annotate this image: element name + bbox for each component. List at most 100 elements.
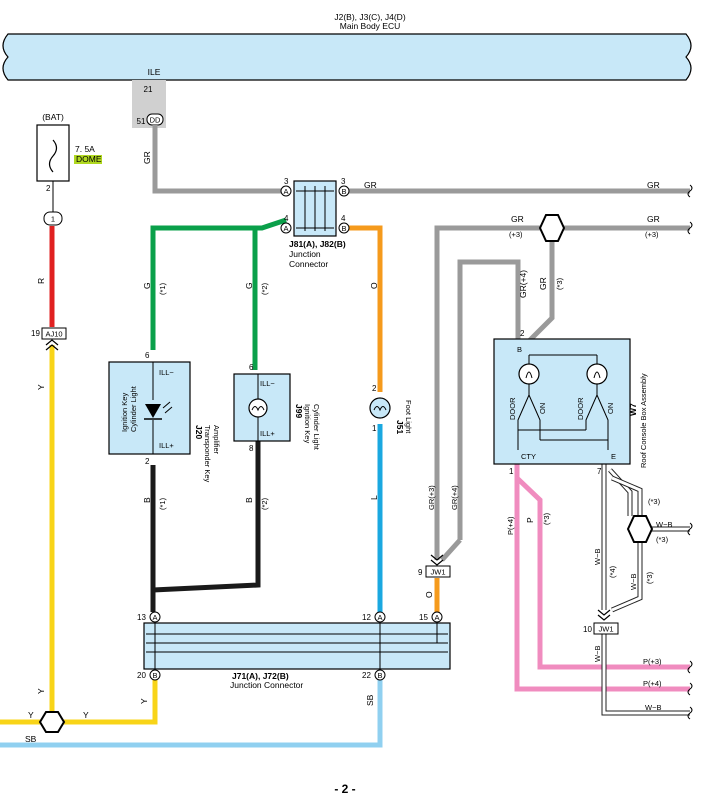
main-body-ecu-bar	[2, 33, 692, 81]
svg-text:9: 9	[418, 568, 423, 577]
wire-r-label: R	[36, 278, 46, 284]
w7-box	[493, 338, 631, 465]
svg-text:W−B: W−B	[629, 574, 638, 590]
svg-text:A: A	[434, 613, 439, 622]
j71-pin-22	[374, 669, 386, 681]
svg-text:B: B	[341, 187, 346, 196]
fuse-pin: 2	[46, 184, 51, 193]
svg-text:(*2): (*2)	[260, 282, 269, 295]
svg-text:(*3): (*3)	[645, 571, 654, 584]
svg-text:Ignition Key: Ignition Key	[120, 393, 129, 432]
svg-text:Cylinder Light: Cylinder Light	[129, 385, 138, 432]
aj10-arrow	[45, 339, 59, 351]
svg-text:(+3): (+3)	[645, 230, 659, 239]
svg-text:(*1): (*1)	[158, 282, 167, 295]
j99-box	[233, 373, 291, 442]
svg-text:(*3): (*3)	[542, 512, 551, 525]
j71-box	[143, 622, 451, 670]
svg-text:P: P	[525, 517, 535, 523]
svg-text:A: A	[283, 224, 288, 233]
svg-text:B: B	[152, 671, 157, 680]
svg-text:ILL−: ILL−	[159, 368, 174, 377]
svg-text:P(+3): P(+3)	[643, 657, 662, 666]
jw1b-connector	[593, 622, 619, 635]
lamp-icon-1	[518, 363, 540, 385]
page-number: - 2 -	[334, 782, 355, 796]
svg-text:4: 4	[284, 214, 289, 223]
svg-text:Junction: Junction	[289, 249, 321, 259]
wire-gr-label-2: GR	[364, 180, 377, 190]
svg-text:CTY: CTY	[521, 452, 536, 461]
svg-text:Connector: Connector	[289, 259, 328, 269]
ecu-connector-dd-label: DD	[150, 116, 161, 125]
ecu-pin-51: 51	[137, 117, 146, 126]
svg-text:6: 6	[145, 351, 150, 360]
ecu-pin-label: ILE	[148, 67, 161, 77]
svg-text:3: 3	[341, 177, 346, 186]
svg-text:P(+4): P(+4)	[506, 516, 515, 535]
wire-p-plus3	[515, 476, 690, 670]
j81-pin-a4	[280, 222, 292, 234]
led-icon	[145, 404, 161, 418]
svg-text:ILL+: ILL+	[159, 441, 174, 450]
wire-g-1	[150, 217, 287, 350]
fuse-rating: 7. 5A	[75, 144, 95, 154]
jw1b-arrow	[597, 609, 611, 621]
svg-text:O: O	[369, 282, 379, 289]
j81-pin-b3	[338, 185, 350, 197]
splice-wb	[626, 515, 654, 543]
svg-text:2: 2	[145, 457, 150, 466]
fuse-bat-label: (BAT)	[42, 112, 64, 122]
svg-text:B: B	[244, 497, 254, 503]
svg-text:(*4): (*4)	[608, 565, 617, 578]
svg-text:2: 2	[520, 329, 525, 338]
svg-text:2: 2	[372, 384, 377, 393]
w7-code: W7	[628, 403, 638, 416]
wire-y-label-3: Y	[28, 710, 34, 720]
wire-gr-label-3: GR	[647, 180, 660, 190]
wire-b-j99	[152, 440, 261, 593]
wire-o-j51	[344, 225, 383, 392]
ecu-pin-21: 21	[144, 85, 153, 94]
wire-y-horizontal	[0, 678, 158, 725]
fuse-icon	[48, 139, 58, 173]
wire-gr-right-2	[434, 225, 690, 470]
wire-sb-label-2: SB	[365, 694, 375, 706]
switch-door-1	[517, 394, 530, 430]
j81-pin-a3	[280, 185, 292, 197]
wire-gr-to-w7	[528, 228, 555, 342]
svg-text:Transponder Key: Transponder Key	[203, 425, 212, 483]
wire-gr-label-1: GR	[142, 151, 152, 164]
wire-gr-ecu	[152, 125, 286, 194]
svg-text:E: E	[611, 452, 616, 461]
svg-text:13: 13	[137, 613, 146, 622]
svg-text:ON: ON	[538, 403, 547, 414]
wire-sb-label-1: SB	[25, 734, 37, 744]
svg-text:Cylinder Light: Cylinder Light	[312, 404, 321, 451]
switch-on-2	[596, 394, 609, 440]
switch-door-2	[585, 394, 598, 430]
j81-pin-b4	[338, 222, 350, 234]
wire-y-label-2: Y	[36, 688, 46, 694]
jw1a-arrow	[430, 554, 444, 566]
wire-y-label-5: Y	[139, 698, 149, 704]
j81-code: J81(A), J82(B)	[289, 239, 346, 249]
aj10-label: AJ10	[45, 330, 62, 339]
edge-breaks	[687, 184, 693, 720]
svg-text:W−B: W−B	[645, 703, 661, 712]
jw1a-connector	[425, 565, 451, 578]
svg-text:7: 7	[597, 467, 602, 476]
svg-text:(*3): (*3)	[555, 277, 564, 290]
aj10-pin: 19	[31, 329, 40, 338]
svg-text:GR: GR	[511, 214, 524, 224]
svg-text:22: 22	[362, 671, 371, 680]
svg-text:B: B	[377, 671, 382, 680]
j51-code: J51	[395, 420, 405, 434]
svg-text:Foot Light: Foot Light	[404, 400, 413, 434]
svg-text:(+3): (+3)	[509, 230, 523, 239]
svg-text:L: L	[369, 495, 379, 500]
svg-text:GR: GR	[647, 214, 660, 224]
svg-text:Junction Connector: Junction Connector	[230, 680, 303, 690]
svg-text:1: 1	[372, 424, 377, 433]
